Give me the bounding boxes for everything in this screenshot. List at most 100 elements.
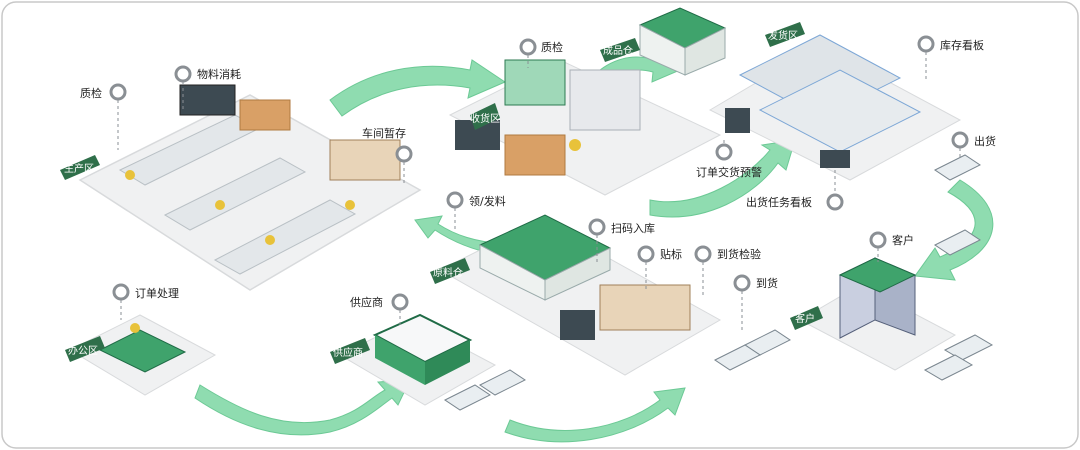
pin-icon bbox=[917, 35, 935, 53]
arrow-supplier-to-arrival bbox=[504, 387, 686, 443]
label-inventory-board: 库存看板 bbox=[940, 38, 984, 52]
callout-inventory-board: 库存看板 bbox=[917, 35, 984, 80]
label-order-delivery-warning: 订单交货预警 bbox=[696, 165, 762, 179]
finished-building-wall-2 bbox=[684, 27, 726, 76]
receiving-pallets bbox=[569, 69, 641, 131]
material-board-screen bbox=[179, 84, 236, 116]
office-desk bbox=[98, 329, 187, 373]
supplier-building bbox=[372, 313, 473, 385]
supplier-wall bbox=[375, 335, 425, 385]
zone-label-finished: 成品仓 bbox=[603, 44, 633, 57]
zone-label-production: 生产区 bbox=[64, 162, 94, 175]
pin-icon bbox=[869, 231, 887, 249]
pin-icon bbox=[715, 143, 733, 161]
label-qc-left: 质检 bbox=[80, 86, 102, 100]
production-conveyor-2 bbox=[163, 157, 307, 231]
pin-icon bbox=[826, 193, 844, 211]
zone-tag-customer: 客户 bbox=[790, 306, 823, 330]
zone-label-shipping: 发货区 bbox=[768, 29, 798, 42]
label-arrival-inspection: 到货检验 bbox=[717, 247, 761, 261]
zone-tag-raw: 原料仓 bbox=[430, 258, 470, 284]
label-qc-top: 质检 bbox=[541, 40, 563, 54]
truck-customer-3 bbox=[923, 354, 974, 381]
office-worker bbox=[130, 323, 140, 333]
pin-icon bbox=[519, 38, 537, 56]
zone-tag-supplier: 供应商 bbox=[330, 338, 370, 364]
callout-material-consumption: 物料消耗 bbox=[174, 65, 241, 110]
callout-qc-left: 质检 bbox=[80, 83, 127, 150]
pin-icon bbox=[112, 283, 130, 301]
worker-1 bbox=[125, 170, 135, 180]
customer-building bbox=[838, 257, 917, 339]
zone-label-customer: 客户 bbox=[795, 312, 815, 325]
customer-roof bbox=[838, 257, 917, 293]
callout-ship-out: 出货 bbox=[951, 131, 996, 158]
worker-3 bbox=[265, 235, 275, 245]
shipping-screen-left bbox=[725, 108, 750, 133]
label-workshop-buffer: 车间暂存 bbox=[362, 126, 406, 140]
pin-icon bbox=[733, 274, 751, 292]
callout-arrival: 到货 bbox=[733, 274, 778, 330]
callout-requisition: 领/发料 bbox=[446, 191, 506, 230]
production-conveyor-3 bbox=[213, 199, 357, 275]
pin-icon bbox=[395, 145, 413, 163]
callout-workshop-buffer: 车间暂存 bbox=[362, 126, 413, 185]
label-scan-inbound: 扫码入库 bbox=[611, 222, 655, 235]
raw-building-wall-2 bbox=[544, 247, 611, 301]
label-labeling: 贴标 bbox=[660, 247, 682, 261]
pin-icon bbox=[109, 83, 127, 101]
callout-arrival-inspection: 到货检验 bbox=[694, 245, 761, 295]
trucks bbox=[444, 154, 994, 411]
zone-tags: 生产区 收货区 成品仓 发货区 原料仓 客户 办公区 供应商 bbox=[60, 22, 823, 364]
pin-icon bbox=[951, 131, 969, 149]
rack-block-2 bbox=[758, 69, 922, 153]
callout-labeling: 贴标 bbox=[637, 245, 682, 290]
arrow-office-to-supplier bbox=[194, 379, 411, 436]
callout-qc-top: 质检 bbox=[519, 38, 563, 68]
zone-tag-receiving: 收货区 bbox=[470, 103, 500, 130]
callout-shipping-task-board: 出货任务看板 bbox=[746, 170, 844, 211]
label-customer: 客户 bbox=[892, 233, 914, 247]
truck-supplier-1 bbox=[479, 369, 526, 396]
supplier-wall-2 bbox=[425, 340, 470, 385]
zone-tag-finished: 成品仓 bbox=[600, 38, 640, 62]
qc-screen-top bbox=[504, 59, 566, 106]
pin-icon bbox=[637, 245, 655, 263]
worker-2 bbox=[215, 200, 225, 210]
pin-icon bbox=[446, 191, 464, 209]
zone-label-office: 办公区 bbox=[68, 344, 98, 357]
label-supplier: 供应商 bbox=[350, 295, 383, 309]
raw-shelves bbox=[599, 284, 691, 331]
callout-scan-inbound: 扫码入库 bbox=[588, 218, 655, 262]
pin-icon bbox=[694, 245, 712, 263]
label-requisition: 领/发料 bbox=[469, 194, 506, 208]
callout-order-delivery-warning: 订单交货预警 bbox=[696, 140, 762, 179]
label-arrival: 到货 bbox=[756, 276, 778, 290]
truck-supplier-2 bbox=[444, 384, 491, 411]
production-lines bbox=[118, 84, 401, 275]
pin-icon bbox=[588, 218, 606, 236]
truck-customer-1 bbox=[934, 229, 981, 256]
shipping-racks bbox=[725, 34, 922, 168]
raw-screen bbox=[560, 310, 595, 340]
pin-icon bbox=[391, 293, 409, 311]
pin-icon bbox=[174, 65, 192, 83]
zone-label-supplier: 供应商 bbox=[333, 346, 363, 359]
truck-arrival-2 bbox=[714, 344, 761, 371]
zone-tag-office: 办公区 bbox=[65, 336, 105, 362]
callout-customer: 客户 bbox=[869, 231, 914, 262]
receiving-boxes bbox=[504, 134, 566, 176]
callout-order-processing: 订单处理 bbox=[112, 283, 179, 320]
label-ship-out: 出货 bbox=[974, 134, 996, 148]
workshop-rack bbox=[329, 139, 401, 181]
material-boxes bbox=[239, 99, 291, 131]
office-details bbox=[98, 323, 187, 373]
arrow-shipping-to-customer bbox=[914, 179, 994, 281]
zone-tag-production: 生产区 bbox=[60, 155, 100, 180]
worker-4 bbox=[345, 200, 355, 210]
callouts: 质检 物料消耗 车间暂存 质检 订单交货预警 库存看板 bbox=[80, 35, 996, 330]
label-material-consumption: 物料消耗 bbox=[197, 67, 241, 81]
arrow-to-shipping-center bbox=[649, 139, 796, 218]
zone-label-raw: 原料仓 bbox=[433, 266, 463, 279]
